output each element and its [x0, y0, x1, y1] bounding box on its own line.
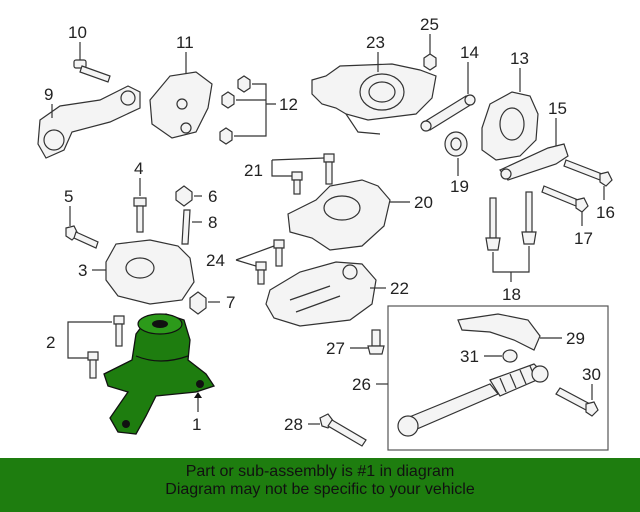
callout-1: 1 [192, 415, 201, 434]
part-25-nut[interactable] [423, 53, 437, 71]
part-4-bolt[interactable] [133, 197, 147, 233]
part-21-bolts[interactable] [291, 153, 335, 195]
callout-30: 30 [582, 365, 601, 384]
part-13-mount[interactable] [481, 91, 539, 161]
callout-11: 11 [176, 33, 194, 52]
part-1-engine-mount[interactable] [103, 313, 216, 435]
part-18-studs[interactable] [485, 191, 537, 251]
subassembly-box [387, 305, 609, 451]
callout-29: 29 [566, 329, 585, 348]
callout-16: 16 [596, 203, 615, 222]
parts-diagram: 10 9 11 12 23 25 14 [37, 15, 615, 451]
callout-22: 22 [390, 279, 409, 298]
callout-28: 28 [284, 415, 303, 434]
part-31-nut[interactable] [502, 349, 518, 363]
callout-7: 7 [226, 293, 235, 312]
part-11-bracket[interactable] [149, 71, 213, 139]
part-14-link[interactable] [420, 94, 476, 132]
info-banner: Part or sub-assembly is #1 in diagram Di… [0, 458, 640, 512]
part-27-bolt[interactable] [367, 329, 385, 355]
callout-12: 12 [279, 95, 298, 114]
part-26-damper[interactable] [397, 363, 549, 437]
part-23-mount[interactable] [311, 63, 437, 135]
callout-3: 3 [78, 261, 87, 280]
callout-17: 17 [574, 229, 593, 248]
callout-31: 31 [460, 347, 479, 366]
callout-18: 18 [502, 285, 521, 304]
callout-13: 13 [510, 49, 529, 68]
banner-line-2: Diagram may not be specific to your vehi… [165, 481, 475, 498]
part-2-bolts[interactable] [87, 315, 125, 379]
part-3-mount[interactable] [105, 239, 195, 305]
callout-19: 19 [450, 177, 469, 196]
callout-10: 10 [68, 23, 87, 42]
part-15-bracket[interactable] [499, 143, 569, 181]
banner-line-1: Part or sub-assembly is #1 in diagram [185, 463, 455, 480]
callout-26: 26 [352, 375, 371, 394]
part-20-mount[interactable] [287, 179, 391, 251]
callout-27: 27 [326, 339, 345, 358]
callout-23: 23 [366, 33, 385, 52]
part-19-bushing[interactable] [444, 131, 468, 157]
callout-9: 9 [44, 85, 53, 104]
part-22-mount[interactable] [265, 261, 377, 327]
callout-4: 4 [134, 159, 143, 178]
part-29-bracket[interactable] [457, 313, 541, 351]
part-24-bolts[interactable] [255, 239, 285, 285]
callout-14: 14 [460, 43, 479, 62]
part-28-bolt[interactable] [319, 413, 367, 447]
callout-25: 25 [420, 15, 439, 34]
part-6-nut[interactable] [175, 185, 193, 207]
callout-5: 5 [64, 187, 73, 206]
callout-24: 24 [206, 251, 225, 270]
part-8-pin[interactable] [181, 209, 191, 245]
callout-20: 20 [414, 193, 433, 212]
part-9-torque-rod[interactable] [37, 85, 141, 159]
part-7-nut[interactable] [189, 291, 207, 315]
callout-21: 21 [244, 161, 263, 180]
callout-6: 6 [208, 187, 217, 206]
callout-2: 2 [46, 333, 55, 352]
part-5-bolt[interactable] [65, 225, 99, 249]
callout-15: 15 [548, 99, 567, 118]
part-17-bolt[interactable] [541, 185, 589, 213]
part-10-bolt[interactable] [73, 42, 111, 83]
part-30-bolt[interactable] [555, 387, 599, 417]
callout-8: 8 [208, 213, 217, 232]
part-12-nuts[interactable] [219, 75, 251, 145]
part-16-bolt[interactable] [563, 159, 613, 187]
